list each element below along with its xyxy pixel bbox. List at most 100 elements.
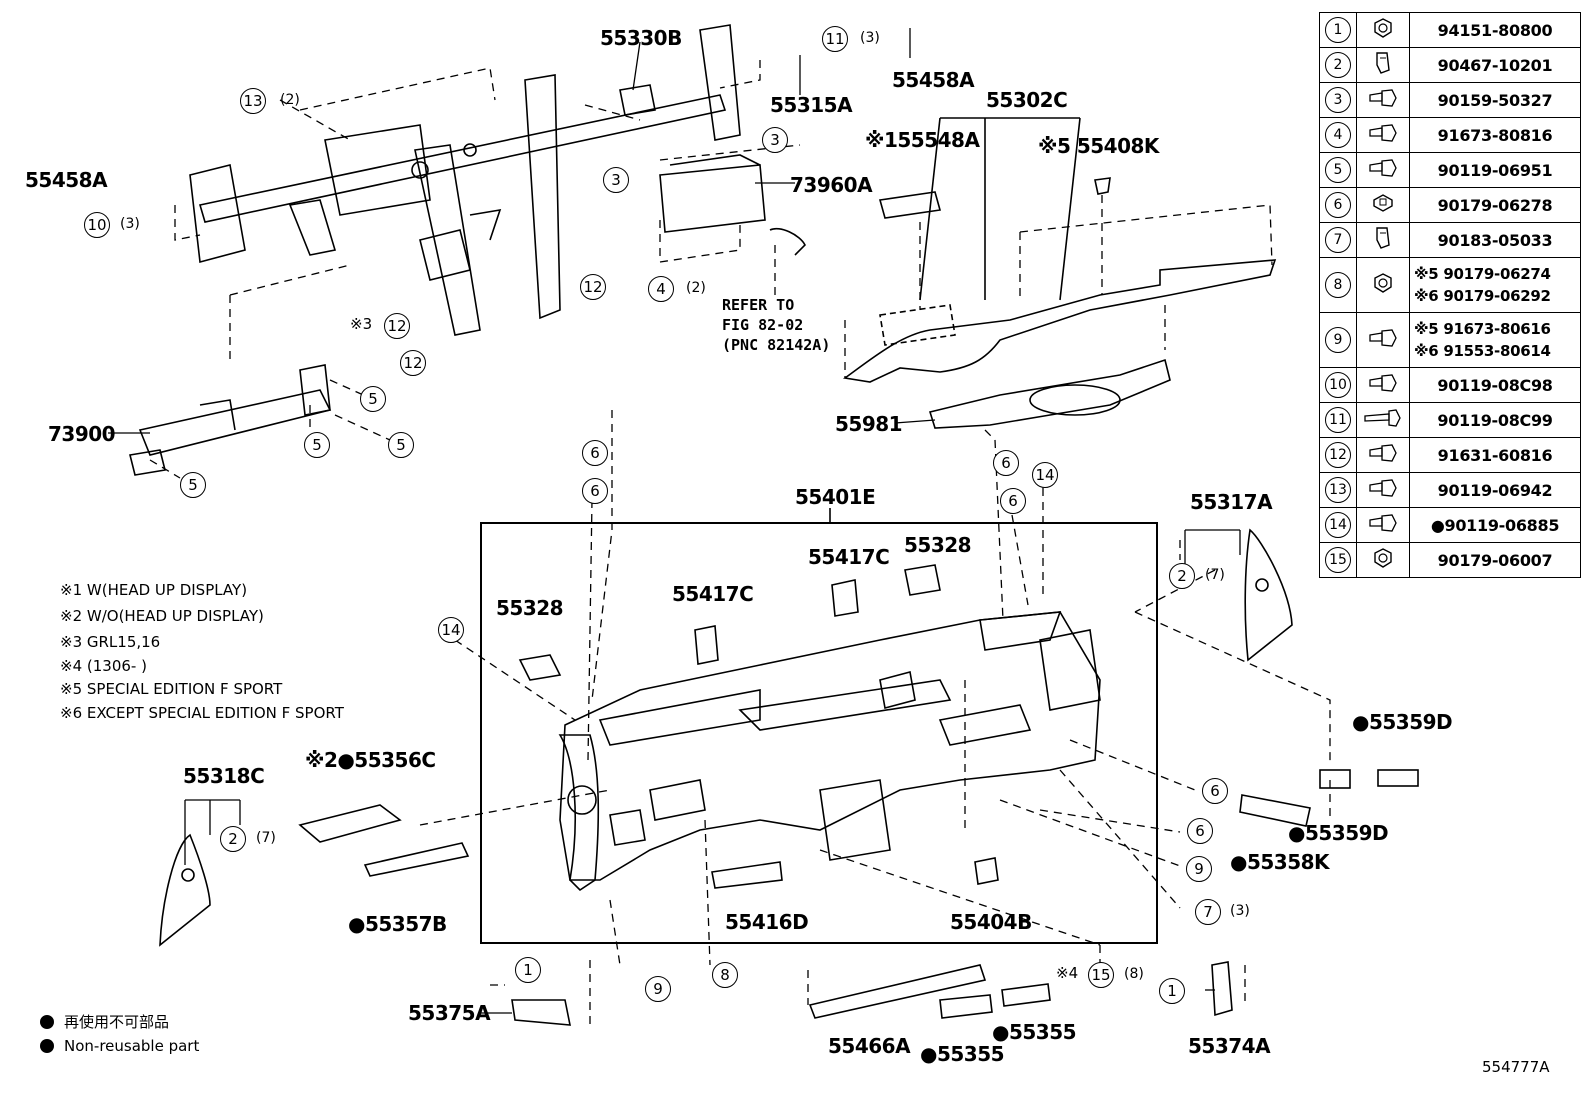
parts-table-number-cell: 9 [1319,312,1357,368]
item-number: 9 [1325,327,1351,353]
label-55404B: 55404B [950,910,1032,934]
parts-table-number-cell: 11 [1319,402,1357,438]
pad-55355-a-drawing [939,994,993,1019]
parts-table-row: 13 90119-06942 [1319,472,1581,508]
legend-text-ja: 再使用不可部品 [64,1013,170,1031]
clip-icon [1356,222,1410,258]
part-number-variant: ※5 90179-06274 [1414,265,1551,283]
qty-15: (8) [1124,966,1144,982]
parts-table-part-number-cell: 90119-06942 [1409,472,1581,508]
parts-table-part-number-cell: 90119-08C99 [1409,402,1581,438]
callout-6-f: 6 [1187,818,1213,844]
callout-14-b: 14 [438,617,464,643]
label-55458A-top: 55458A [892,68,975,92]
parts-table-number-cell: 2 [1319,47,1357,83]
parts-table-number-cell: 10 [1319,367,1357,403]
note-1: ※1 W(HEAD UP DISPLAY) [60,581,248,599]
parts-table-number-cell: 3 [1319,82,1357,118]
parts-table-number-cell: 13 [1319,472,1357,508]
label-55357B: ●55357B [348,912,447,936]
note-5: ※5 SPECIAL EDITION F SPORT [60,680,283,698]
label-55330B: 55330B [600,26,682,50]
instrument-panel-frame [480,522,1158,944]
pad-55359D-b-drawing [1377,769,1419,787]
pad-55358K-drawing [1239,794,1311,827]
label-55358K: ●55358K [1230,850,1330,874]
qty-2-right: (7) [1205,567,1225,583]
parts-table-number-cell: 7 [1319,222,1357,258]
item-number: 4 [1325,122,1351,148]
parts-table-part-number-cell: ※5 90179-06274 ※6 90179-06292 [1409,257,1581,313]
parts-table-part-number-cell: ※5 91673-80616※6 91553-80614 [1409,312,1581,368]
bolt-icon [1356,117,1410,153]
pad-55355-b-drawing [1001,983,1051,1007]
bolt-icon [1356,367,1410,403]
parts-table-part-number-cell: 90179-06007 [1409,542,1581,578]
item-number: 14 [1325,512,1351,538]
label-55417C-right: 55417C [808,545,890,569]
callout-5-d: 5 [180,472,206,498]
refer-line-3: (PNC 82142A) [722,336,831,354]
parts-table-row: 11 90119-08C99 [1319,402,1581,438]
parts-table-row: 8 ※5 90179-06274 ※6 90179-06292 [1319,257,1581,313]
qty-7: (3) [1230,903,1250,919]
parts-table-part-number-cell: 90179-06278 [1409,187,1581,223]
item-number: 3 [1325,87,1351,113]
label-55317A: 55317A [1190,490,1273,514]
label-55417C-left: 55417C [672,582,754,606]
side-cover-55318C-drawing [159,833,211,947]
symbol-12: ※3 [350,315,373,333]
legend-row-ja: 再使用不可部品 [40,1011,169,1032]
item-number: 5 [1325,157,1351,183]
callout-13: 13 [240,88,266,114]
item-number: 1 [1325,17,1351,43]
label-55318C: 55318C [183,764,265,788]
pad-55357B-drawing [363,842,470,877]
nut-icon [1356,257,1410,313]
callout-7: 7 [1195,899,1221,925]
note-4: ※4 (1306- ) [60,657,147,675]
bracket-55375A-drawing [511,999,571,1026]
item-number: 7 [1325,227,1351,253]
label-55328-right: 55328 [904,533,972,557]
pad-55356C-drawing [298,804,402,843]
label-55981: 55981 [835,412,903,436]
callout-6-a: 6 [582,440,608,466]
label-55356C: ※2●55356C [305,748,436,772]
filled-dot-icon [40,1039,54,1053]
label-55359D-top: ●55359D [1352,710,1453,734]
item-number: 8 [1325,272,1351,298]
callout-15: 15 [1088,962,1114,988]
symbol-15: ※4 [1056,964,1079,982]
label-55355-right: ●55355 [992,1020,1077,1044]
parts-table-number-cell: 14 [1319,507,1357,543]
parts-table-part-number-cell: 90159-50327 [1409,82,1581,118]
parts-table-row: 9 ※5 91673-80616※6 91553-80614 [1319,312,1581,368]
clip-icon [1356,47,1410,83]
bolt-icon [1356,472,1410,508]
lower-pad-55981-drawing [928,358,1171,429]
parts-table-part-number-cell: 91631-60816 [1409,437,1581,473]
label-55302C: 55302C [986,88,1068,112]
refer-line-1: REFER TO [722,296,795,314]
label-55315A: 55315A [770,93,853,117]
label-55458A-left: 55458A [25,168,108,192]
callout-5-b: 5 [304,432,330,458]
parts-table-part-number-cell: 90119-08C98 [1409,367,1581,403]
bolt-icon [1356,437,1410,473]
qty-10: (3) [120,216,140,232]
long-bolt-icon [1356,402,1410,438]
parts-table-number-cell: 4 [1319,117,1357,153]
callout-4: 4 [648,276,674,302]
label-55416D: 55416D [725,910,809,934]
part-number-variant: ※6 90179-06292 [1414,287,1551,305]
filled-dot-icon [40,1015,54,1029]
callout-6-b: 6 [582,478,608,504]
callout-12-a: 12 [580,274,606,300]
label-55548A: ※155548A [865,128,980,152]
reinforcement-beam-drawing [189,24,741,336]
item-number: 15 [1325,547,1351,573]
